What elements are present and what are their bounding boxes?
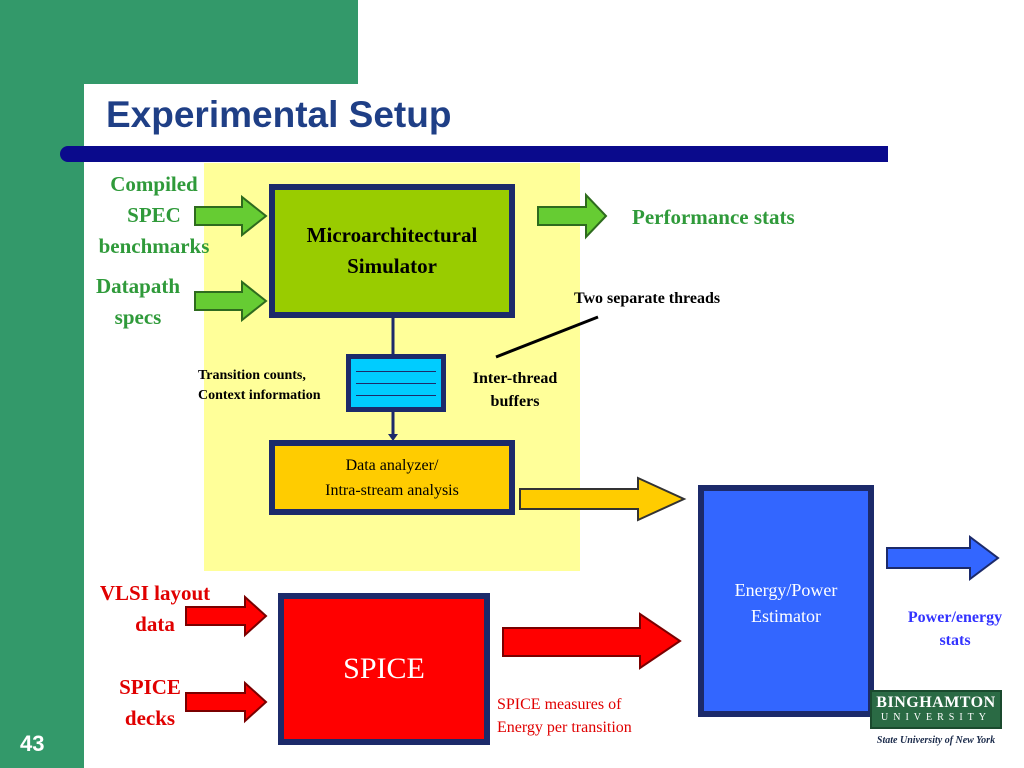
power-energy-stats-label: Power/energy stats xyxy=(888,606,1022,652)
spice-measures-line1: SPICE measures of xyxy=(497,696,622,713)
vlsi-line2: data xyxy=(135,612,175,636)
power-line2: stats xyxy=(939,632,971,649)
analyzer-arrowhead xyxy=(388,434,398,441)
analyzer-line2: Intra-stream analysis xyxy=(325,481,459,499)
datapath-arrow xyxy=(194,279,268,323)
datapath-specs-label: Datapath specs xyxy=(80,271,196,333)
spice-decks-line1: SPICE xyxy=(119,675,181,699)
simulator-line1: Microarchitectural xyxy=(306,223,478,247)
logo-sub: UNIVERSITY xyxy=(881,712,991,723)
vlsi-arrow xyxy=(185,594,268,638)
compiled-line3: benchmarks xyxy=(98,234,210,258)
transition-counts-label: Transition counts, Context information xyxy=(198,366,321,406)
performance-arrow xyxy=(537,192,608,240)
page-number: 43 xyxy=(20,731,45,756)
estimator-line2: Estimator xyxy=(751,606,821,626)
vlsi-layout-label: VLSI layout data xyxy=(84,578,226,640)
spice-decks-label: SPICE decks xyxy=(100,672,200,734)
compiled-spec-label: Compiled SPEC benchmarks xyxy=(80,169,228,262)
analyzer-to-estimator-arrow xyxy=(519,476,687,522)
energy-power-estimator-box: Energy/Power Estimator xyxy=(698,485,874,717)
data-analyzer-box: Data analyzer/ Intra-stream analysis xyxy=(269,440,515,515)
power-line1: Power/energy xyxy=(907,609,1003,626)
spice-decks-line2: decks xyxy=(124,706,176,730)
two-threads-pointer xyxy=(495,315,599,359)
spice-measures-line2: Energy per transition xyxy=(497,719,632,736)
spice-box-label: SPICE xyxy=(343,652,425,685)
datapath-line1: Datapath xyxy=(95,274,180,298)
spice-box: SPICE xyxy=(278,593,490,745)
spice-to-estimator-arrow xyxy=(502,612,682,670)
buffer-divider xyxy=(356,383,436,384)
buffer-divider xyxy=(356,395,436,396)
simulator-line2: Simulator xyxy=(347,254,437,278)
spice-decks-arrow xyxy=(185,680,268,724)
buffers-line1: Inter-thread xyxy=(472,370,558,387)
top-green-band xyxy=(0,0,358,84)
vlsi-line1: VLSI layout xyxy=(99,581,211,605)
compiled-line1: Compiled xyxy=(110,172,198,196)
buffer-divider xyxy=(356,371,436,372)
datapath-line2: specs xyxy=(114,305,162,329)
inter-thread-buffers-label: Inter-thread buffers xyxy=(458,367,572,413)
performance-stats-label: Performance stats xyxy=(632,205,795,229)
two-threads-label: Two separate threads xyxy=(574,290,721,307)
spice-measures-label: SPICE measures of Energy per transition xyxy=(497,693,632,739)
logo-name: BINGHAMTON xyxy=(876,694,996,711)
title-underline-bar xyxy=(60,146,888,162)
estimator-line1: Energy/Power xyxy=(734,580,838,600)
buffers-line2: buffers xyxy=(490,393,540,410)
compiled-arrow xyxy=(194,194,268,238)
estimator-output-arrow xyxy=(886,535,1000,581)
transition-line2: Context information xyxy=(198,388,321,403)
binghamton-logo: BINGHAMTON UNIVERSITY State University o… xyxy=(870,690,1002,746)
compiled-line2: SPEC xyxy=(127,203,181,227)
left-green-band xyxy=(0,0,84,768)
transition-line1: Transition counts, xyxy=(198,368,306,383)
microarchitectural-simulator-box: Microarchitectural Simulator xyxy=(269,184,515,318)
inter-thread-buffer xyxy=(346,354,446,412)
logo-tagline: State University of New York xyxy=(876,735,996,746)
analyzer-line1: Data analyzer/ xyxy=(345,456,439,474)
slide-title: Experimental Setup xyxy=(106,94,452,135)
